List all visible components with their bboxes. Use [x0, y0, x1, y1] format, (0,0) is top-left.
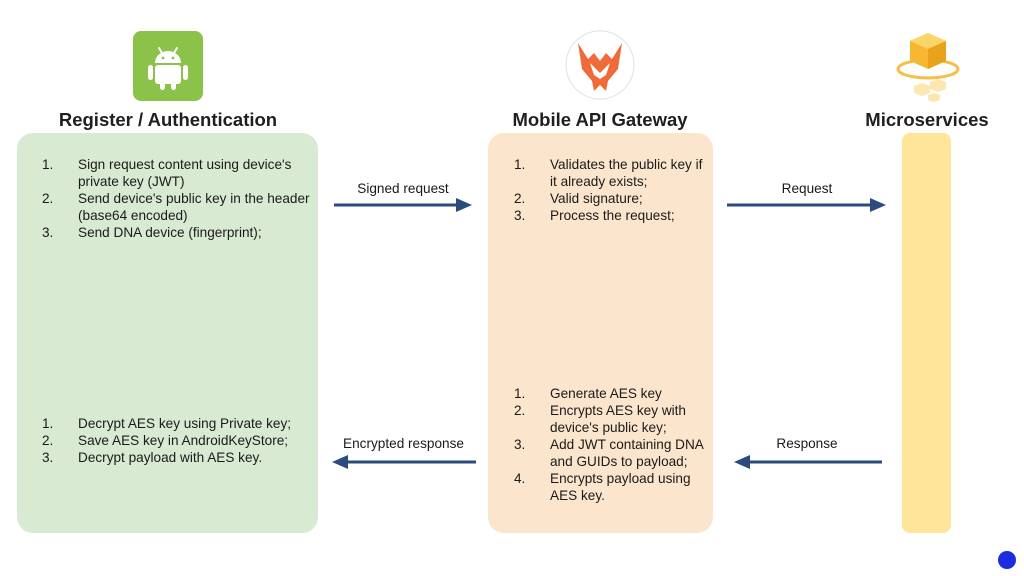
gateway-bottom-steps: 1.Generate AES key 2.Encrypts AES key wi…	[512, 385, 708, 504]
corner-dot	[998, 551, 1016, 569]
signed-request-label: Signed request	[357, 181, 449, 196]
list-item: 2.Encrypts AES key with device's public …	[514, 403, 686, 435]
microservices-panel	[902, 133, 951, 533]
list-item: 3.Add JWT containing DNA and GUIDs to pa…	[514, 437, 704, 469]
list-item: 1.Sign request content using device's pr…	[42, 157, 292, 189]
list-item: 1.Validates the public key if it already…	[514, 157, 703, 189]
list-item: 3.Decrypt payload with AES key.	[42, 450, 263, 465]
gateway-top-steps: 1.Validates the public key if it already…	[512, 156, 708, 224]
register-authentication-panel	[17, 133, 318, 533]
response-label: Response	[776, 436, 838, 451]
mobile-api-gateway-title: Mobile API Gateway	[512, 109, 688, 130]
register-authentication-title: Register / Authentication	[58, 109, 278, 130]
list-item: 1.Generate AES key	[514, 386, 662, 401]
request-label: Request	[781, 181, 833, 196]
list-item: 3.Send DNA device (fingerprint);	[42, 225, 262, 240]
list-item: 3.Process the request;	[514, 208, 675, 223]
register-bottom-steps: 1.Decrypt AES key using Private key; 2.S…	[40, 415, 315, 466]
list-item: 2.Save AES key in AndroidKeyStore;	[42, 433, 289, 448]
encrypted-response-label: Encrypted response	[343, 436, 464, 451]
list-item: 2.Send device's public key in the header…	[42, 191, 310, 223]
list-item: 4.Encrypts payload using AES key.	[514, 471, 691, 503]
register-top-steps: 1.Sign request content using device's pr…	[40, 156, 312, 241]
api-gateway-logo-icon	[564, 29, 636, 101]
mobile-api-gateway-panel	[488, 133, 713, 533]
microservices-cube-icon	[894, 29, 962, 103]
android-icon	[133, 31, 203, 101]
microservices-title: Microservices	[865, 109, 989, 130]
list-item: 2.Valid signature;	[514, 191, 643, 206]
list-item: 1.Decrypt AES key using Private key;	[42, 416, 292, 431]
